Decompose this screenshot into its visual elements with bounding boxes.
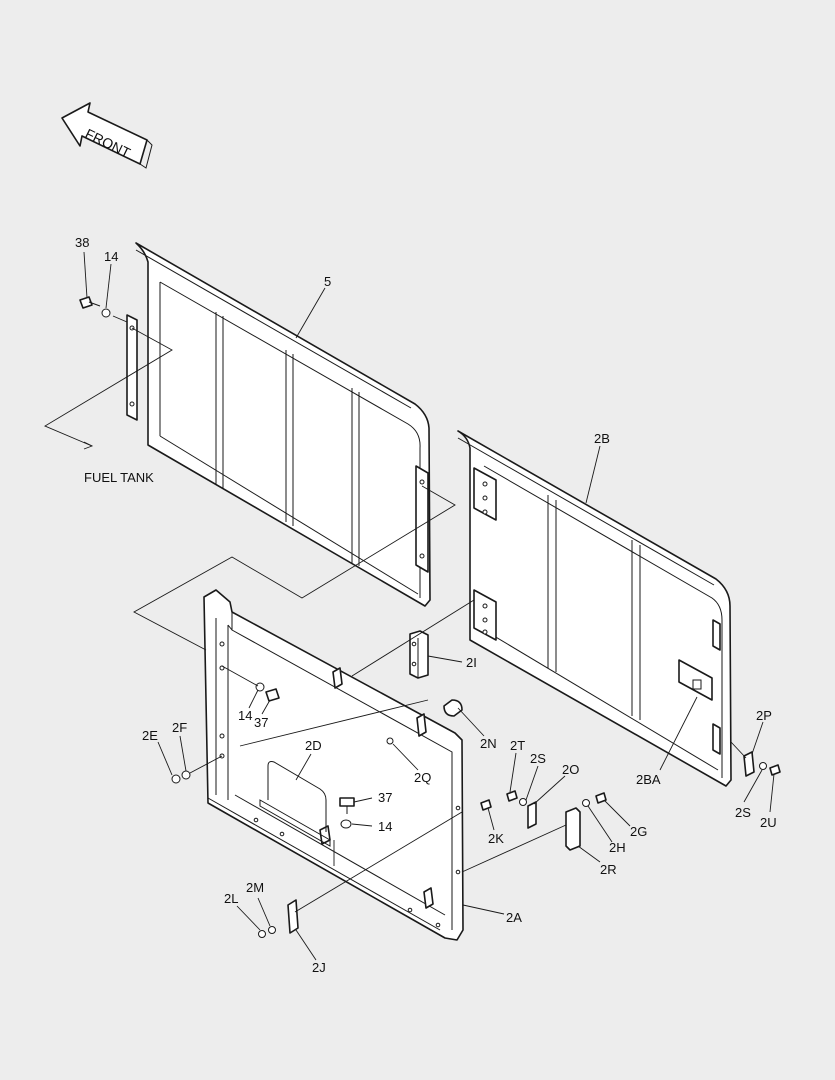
bracket-hole <box>253 817 259 823</box>
washer-2F <box>181 770 191 780</box>
callout-37-mid: 37 <box>254 715 268 730</box>
washer-14-top <box>101 308 111 318</box>
bracket-hole <box>219 641 225 647</box>
callout-leaders <box>83 251 775 961</box>
bracket-hole <box>407 907 413 913</box>
bracket-hole <box>482 603 488 609</box>
callout-2S-right: 2S <box>735 805 751 820</box>
callout-2Q: 2Q <box>414 770 431 785</box>
bolt-37-mid <box>265 688 280 702</box>
callout-2E: 2E <box>142 728 158 743</box>
callout-5: 5 <box>324 274 331 289</box>
bracket-hole <box>419 479 425 485</box>
bracket-hole <box>482 481 488 487</box>
side-panel-5 <box>126 242 431 607</box>
latch-2P <box>743 751 755 777</box>
callout-37-lower: 37 <box>378 790 392 805</box>
callout-2T: 2T <box>510 738 525 753</box>
callout-2N: 2N <box>480 736 497 751</box>
callout-2H: 2H <box>609 840 626 855</box>
handle-2D <box>259 761 331 847</box>
callout-2B: 2B <box>594 431 610 446</box>
bracket-hole <box>419 553 425 559</box>
callout-14-lower: 14 <box>378 819 392 834</box>
callout-2O: 2O <box>562 762 579 777</box>
callout-2K: 2K <box>488 831 504 846</box>
washer-2E <box>171 774 181 784</box>
bracket-hole <box>129 401 135 407</box>
callout-2F: 2F <box>172 720 187 735</box>
callout-2D: 2D <box>305 738 322 753</box>
callout-2U: 2U <box>760 815 777 830</box>
callout-2J: 2J <box>312 960 326 975</box>
fuel-tank-label: FUEL TANK <box>84 470 154 485</box>
callout-2G: 2G <box>630 824 647 839</box>
bolt-2T <box>506 790 518 802</box>
bracket-hole <box>435 922 441 928</box>
washer-2S-mid <box>519 798 527 806</box>
bolt-2K <box>480 799 492 811</box>
bracket-2J <box>287 899 299 934</box>
bolt-2U <box>769 764 781 776</box>
bracket-hole <box>455 869 461 875</box>
callout-14-mid: 14 <box>238 708 252 723</box>
bracket-hole <box>219 733 225 739</box>
rubber-stopper-2N <box>443 699 463 717</box>
bracket-hole <box>482 617 488 623</box>
callout-2L: 2L <box>224 891 238 906</box>
bracket-hole <box>482 629 488 635</box>
front-arrow: FRONT <box>61 102 153 169</box>
callout-14-top: 14 <box>104 249 118 264</box>
callout-2R: 2R <box>600 862 617 877</box>
callout-2P: 2P <box>756 708 772 723</box>
callout-2S-mid: 2S <box>530 751 546 766</box>
bracket-hole <box>482 509 488 515</box>
bracket-hole <box>411 661 417 667</box>
bolt-38 <box>79 296 101 309</box>
washer-2H <box>582 799 590 807</box>
callout-labels: 38 14 5 2B 2I 14 37 2E 2F 2D 2N 2Q 37 14… <box>75 235 777 975</box>
nut-2Q <box>386 737 394 745</box>
nut-2L <box>258 930 266 938</box>
bracket-hole <box>482 495 488 501</box>
callout-2M: 2M <box>246 880 264 895</box>
bracket-2R <box>565 807 581 851</box>
washer-14-mid <box>255 682 265 692</box>
washer-2S-right <box>759 762 767 770</box>
callout-38: 38 <box>75 235 89 250</box>
spacer-block-2I <box>409 630 429 679</box>
callout-2BA: 2BA <box>636 772 661 787</box>
bracket-hole <box>279 831 285 837</box>
assembly-lines <box>44 327 747 913</box>
washer-2M <box>268 926 276 934</box>
base-frame-2A <box>203 589 464 941</box>
bracket-hole <box>455 805 461 811</box>
bolt-2G <box>595 792 607 804</box>
washer-14-lower <box>340 819 352 829</box>
side-panel-2B <box>457 430 732 787</box>
callout-2I: 2I <box>466 655 477 670</box>
bracket-hole <box>411 641 417 647</box>
plate-2O <box>527 801 537 829</box>
callout-2A: 2A <box>506 910 522 925</box>
